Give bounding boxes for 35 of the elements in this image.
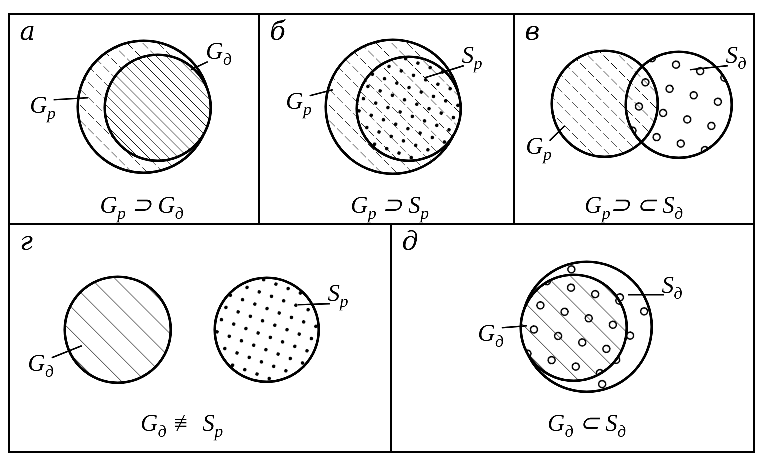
diagram-panel — [8, 13, 260, 225]
set-symbol-label: G$_{д}$ — [478, 322, 504, 350]
set-relation-formula: G$_{р}$ ⊃ S$_{р}$ — [350, 194, 430, 222]
leader-line — [628, 294, 664, 296]
leader-line — [298, 303, 330, 306]
leader-line — [54, 97, 88, 101]
set-relation-formula: G$_{д}$ ≢ S$_{р}$ — [140, 412, 224, 440]
set-relation-formula: G$_{д}$ ⊂ S$_{д}$ — [548, 412, 626, 440]
set-symbol-label: S$_{р}$ — [328, 282, 348, 310]
panel-letter: б — [270, 19, 286, 45]
leader-line — [52, 345, 82, 359]
set-symbol-label: G$_{р}$ — [526, 135, 552, 163]
leader-line — [424, 65, 464, 79]
set-relation-formula: G$_{р}$⊃ ⊂ S$_{д}$ — [584, 194, 684, 222]
diagram-panel — [8, 223, 392, 453]
leader-line — [310, 89, 334, 97]
panel-letter: д — [402, 229, 418, 255]
diagram-panel — [390, 223, 755, 453]
diagram-panel — [258, 13, 515, 225]
diagram-panel — [513, 13, 755, 225]
leader-line — [690, 65, 728, 71]
set-relation-formula: G$_{р}$ ⊃ G$_{д}$ — [100, 194, 184, 222]
panel-letter: г — [20, 229, 34, 255]
set-symbol-label: S$_{д}$ — [726, 44, 747, 72]
set-symbol-label: G$_{д}$ — [28, 352, 54, 380]
set-symbol-label: S$_{р}$ — [462, 44, 482, 72]
leader-line — [549, 125, 566, 142]
leader-line — [502, 325, 528, 329]
panel-letter: а — [20, 19, 36, 45]
set-symbol-label: S$_{д}$ — [662, 274, 683, 302]
leader-line — [190, 61, 208, 71]
set-symbol-label: G$_{р}$ — [286, 90, 312, 118]
set-symbol-label: G$_{д}$ — [206, 40, 232, 68]
set-symbol-label: G$_{р}$ — [30, 94, 56, 122]
panel-letter: в — [525, 19, 540, 45]
